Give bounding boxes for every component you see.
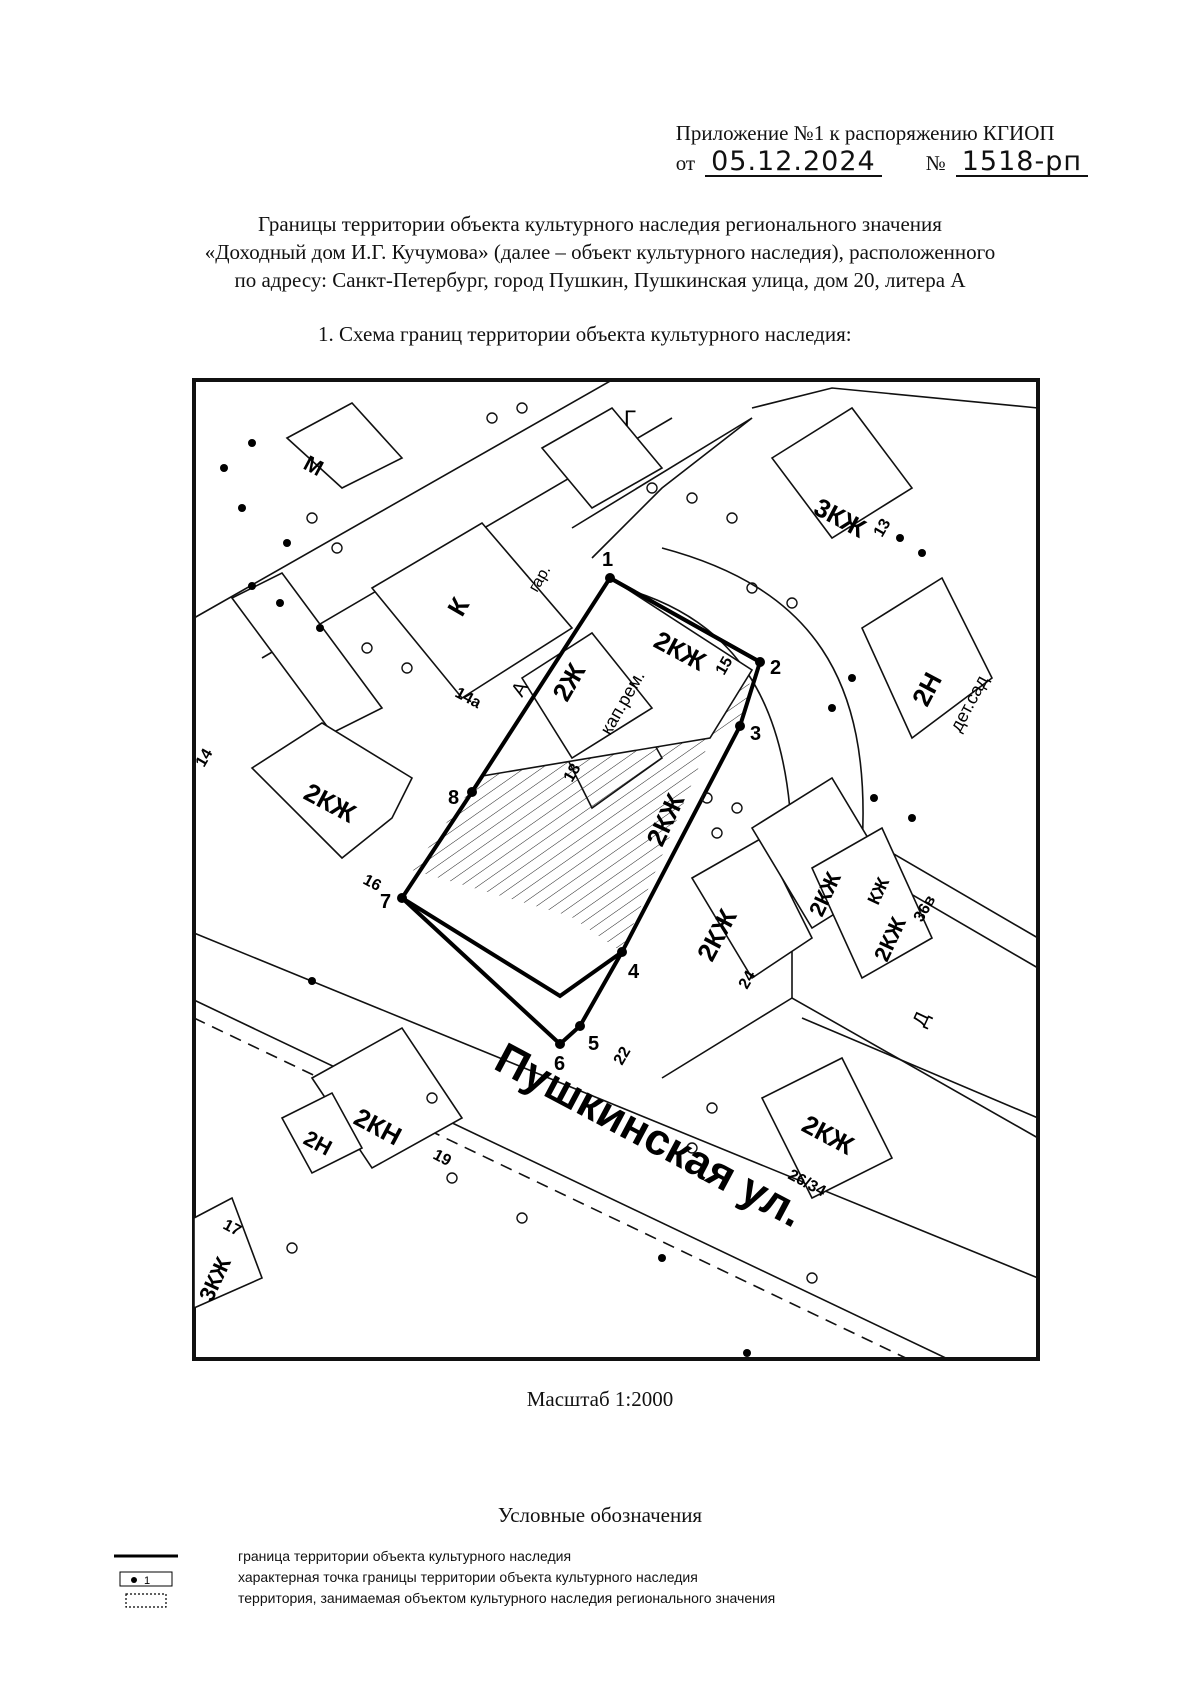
legend-text-point: характерная точка границы территории объ… — [238, 1569, 698, 1585]
building-2n-small — [280, 1091, 364, 1175]
section-heading: 1. Схема границ территории объекта культ… — [318, 322, 852, 346]
title-line-1: Границы территории объекта культурного н… — [258, 212, 942, 236]
map-scale: Масштаб 1:2000 — [526, 1387, 674, 1411]
building-2n-right — [860, 576, 994, 740]
building-g-left — [230, 571, 384, 735]
label-main-num: 18 — [561, 761, 585, 785]
point-label-3: 3 — [750, 723, 761, 745]
point-label-8: 8 — [448, 787, 459, 809]
legend-text-territory: территория, занимаемая объектом культурн… — [238, 1590, 776, 1606]
annex-header: Приложение №1 к распоряжению КГИОП от 05… — [676, 118, 1088, 178]
boundary-line-symbol — [114, 1554, 178, 1558]
building-2kzh-right-of-main — [690, 836, 814, 980]
point-1 — [605, 573, 615, 583]
point-label-1: 1 — [602, 549, 613, 571]
number-prefix: № — [925, 151, 946, 175]
house-number-16: 16 — [360, 872, 384, 895]
building-m — [285, 401, 404, 489]
boundary-map: 1 2 3 4 5 6 7 8 2КЖ 2Ж кап.рем. 18 2КЖ 2… — [192, 378, 1040, 1361]
point-label-2: 2 — [770, 657, 781, 679]
annex-line: Приложение №1 к распоряжению КГИОП — [675, 121, 1055, 145]
house-number-19: 19 — [430, 1147, 454, 1170]
point-label-6: 6 — [554, 1053, 565, 1075]
point-8 — [467, 787, 477, 797]
territory-symbol — [125, 1593, 167, 1608]
buildings — [193, 401, 994, 1310]
point-3 — [735, 721, 745, 731]
document-title: Границы территории объекта культурного н… — [120, 210, 1080, 294]
building-3kzh-corner — [193, 1196, 264, 1310]
legend-title: Условные обозначения — [497, 1503, 703, 1527]
building-3kzh-top — [770, 406, 914, 540]
building-2kzh-far-right-b — [810, 826, 934, 980]
house-number-17: 17 — [220, 1217, 244, 1240]
point-label-4: 4 — [628, 961, 640, 983]
building-2kzh-bottom-right — [760, 1056, 894, 1200]
house-number-14: 14 — [193, 746, 217, 770]
house-number-24: 24 — [736, 968, 760, 992]
date-value: 05.12.2024 — [705, 148, 882, 177]
building-g-top — [540, 406, 664, 510]
house-number-15: 15 — [713, 654, 737, 678]
house-number-13: 13 — [871, 516, 895, 540]
heritage-boundary — [399, 576, 763, 999]
label-g: Г — [624, 406, 636, 431]
date-prefix: от — [675, 151, 696, 175]
building-k — [370, 521, 574, 700]
vegetation-symbols — [286, 402, 818, 1284]
annex-date-row: от 05.12.2024 № 1518-рп — [676, 148, 1088, 178]
number-value: 1518-рп — [955, 148, 1088, 177]
title-line-2: «Доходный дом И.Г. Кучумова» (далее – об… — [204, 240, 996, 264]
building-2kzh-left — [250, 722, 414, 860]
boundary-point-symbol: 1 — [119, 1571, 173, 1587]
legend-text-boundary: граница территории объекта культурного н… — [238, 1548, 572, 1564]
point-2 — [755, 657, 765, 667]
fence-posts — [220, 439, 926, 1357]
house-number-22: 22 — [611, 1044, 635, 1068]
title-line-3: по адресу: Санкт-Петербург, город Пушкин… — [234, 268, 966, 292]
point-label-5: 5 — [588, 1033, 599, 1055]
point-label-7: 7 — [380, 891, 391, 913]
point-symbol-number: 1 — [144, 1575, 150, 1587]
